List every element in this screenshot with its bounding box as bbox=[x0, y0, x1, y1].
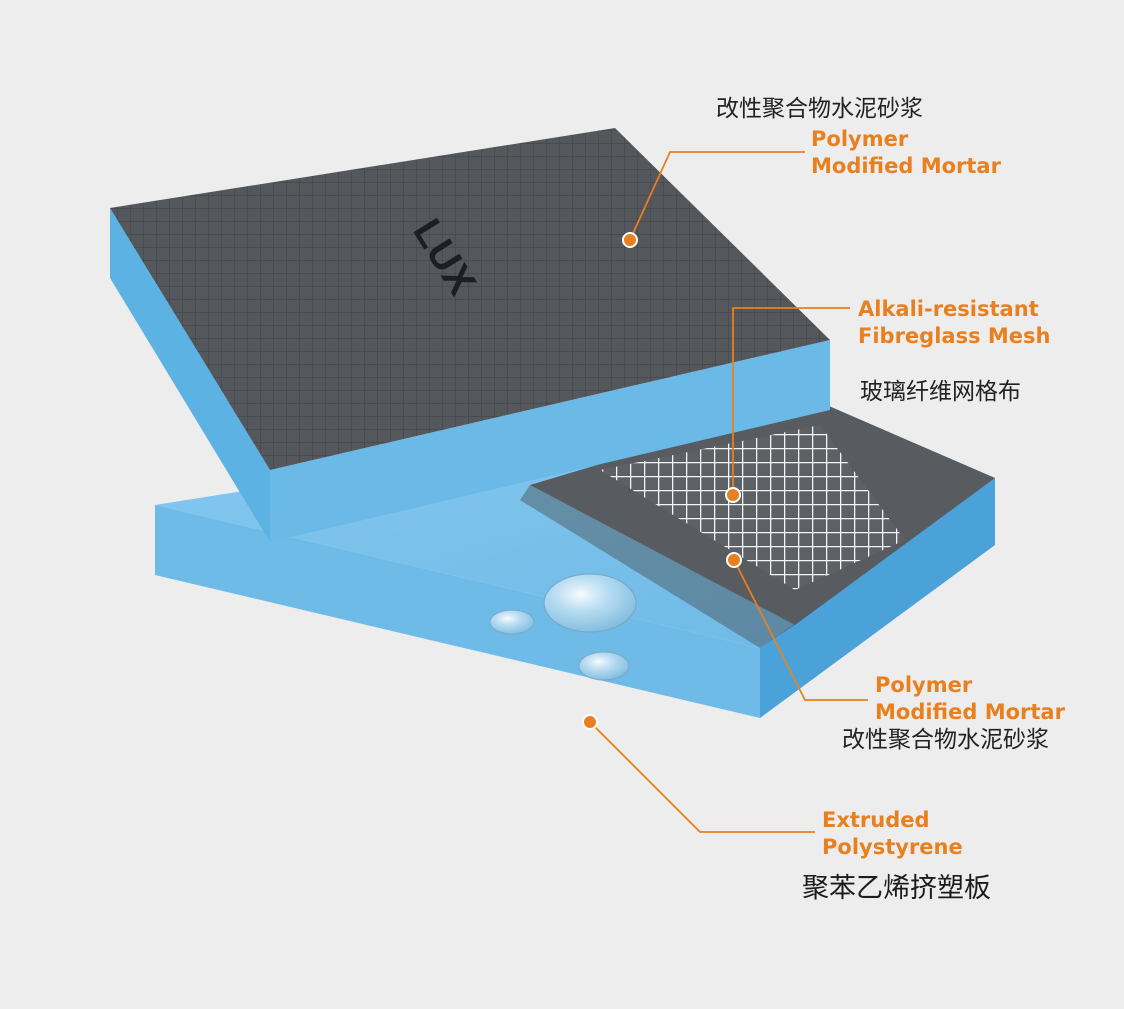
xps-en-line2: Polystyrene bbox=[822, 835, 963, 859]
top-board-front-face bbox=[110, 208, 270, 542]
mesh-en-line2: Fibreglass Mesh bbox=[858, 324, 1051, 348]
leader-xps bbox=[589, 721, 815, 833]
leader-mesh bbox=[732, 307, 850, 495]
top-board-side-face bbox=[270, 340, 830, 542]
droplet-large bbox=[543, 573, 637, 633]
leader-lines bbox=[589, 151, 868, 833]
water-droplets bbox=[489, 573, 637, 681]
droplet-small-right bbox=[578, 651, 630, 681]
dot-xps bbox=[582, 714, 598, 730]
top-mortar-en-line2: Modified Mortar bbox=[811, 154, 1001, 178]
leader-top-mortar bbox=[629, 151, 805, 241]
bottom-board bbox=[155, 400, 995, 718]
bottom-mortar-en-line1: Polymer bbox=[875, 673, 973, 697]
droplet-small-left bbox=[489, 609, 535, 635]
dot-bottom-mortar bbox=[726, 552, 742, 568]
fibreglass-mesh bbox=[600, 425, 905, 590]
callout-dots bbox=[582, 232, 742, 730]
leader-bottom-mortar bbox=[733, 559, 868, 701]
bottom-mortar-zh-label: 改性聚合物水泥砂浆 bbox=[842, 727, 1049, 753]
dot-top-mortar bbox=[622, 232, 638, 248]
bottom-mortar-en-line2: Modified Mortar bbox=[875, 700, 1065, 724]
xps-zh-label: 聚苯乙烯挤塑板 bbox=[802, 873, 991, 904]
dot-mesh bbox=[725, 487, 741, 503]
top-mortar-zh-label: 改性聚合物水泥砂浆 bbox=[716, 96, 923, 122]
bottom-mortar-front bbox=[520, 485, 795, 648]
top-board-top-face bbox=[110, 128, 830, 470]
top-mortar-en-line1: Polymer bbox=[811, 127, 909, 151]
top-board bbox=[110, 128, 830, 542]
mesh-zh-label: 玻璃纤维网格布 bbox=[860, 379, 1021, 405]
mesh-en-line1: Alkali-resistant bbox=[858, 297, 1039, 321]
xps-en-line1: Extruded bbox=[822, 808, 930, 832]
bottom-board-side-face bbox=[760, 478, 995, 718]
